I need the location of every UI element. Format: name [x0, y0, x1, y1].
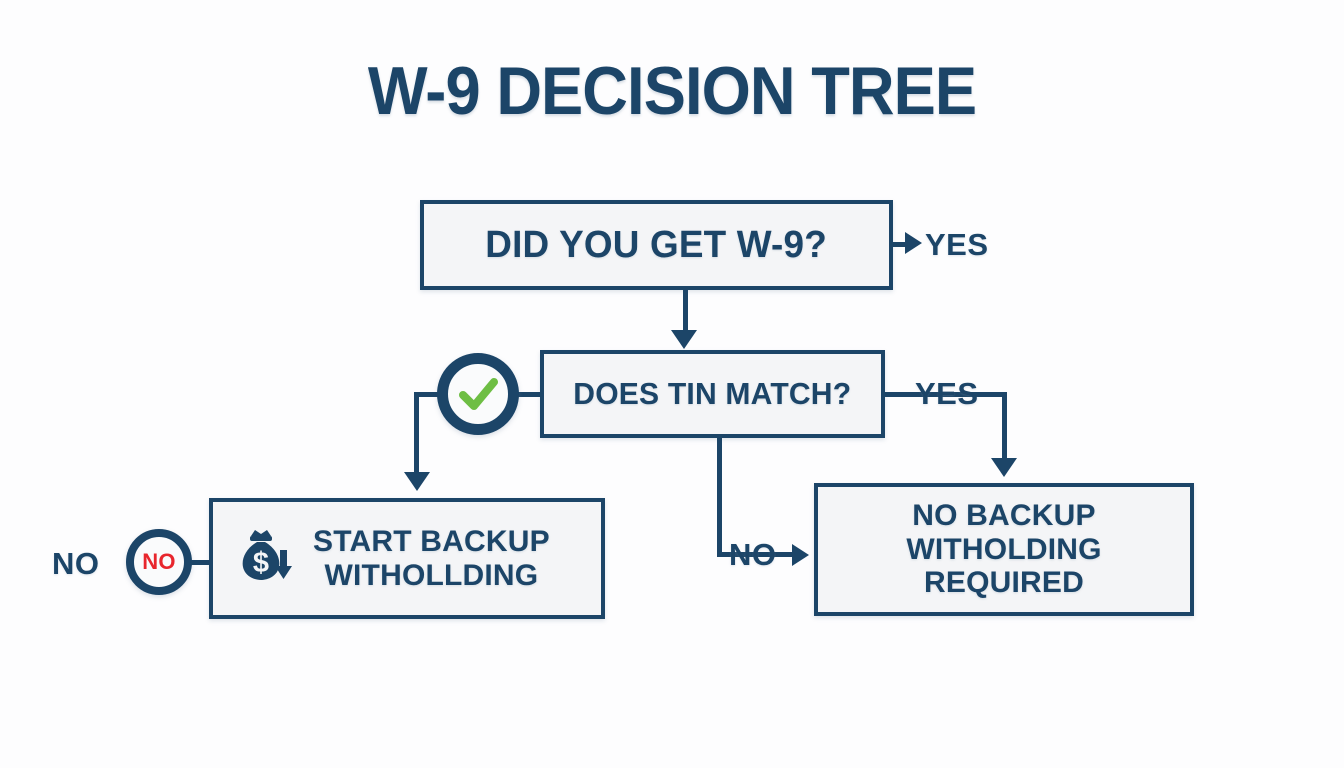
edge-tin-yes-arrowhead — [991, 458, 1017, 477]
node-did-you-get-w9[interactable]: DID YOU GET W-9? — [420, 200, 893, 290]
edge-label-no-left: NO — [52, 546, 100, 581]
edge-label-tin-yes: YES — [915, 376, 979, 411]
edge-check-to-tin-line — [516, 392, 544, 397]
badge-yes-check[interactable] — [437, 353, 519, 435]
edge-tin-no-arrowhead — [792, 544, 809, 566]
node-does-tin-match[interactable]: DOES TIN MATCH? — [540, 350, 885, 438]
edge-tin-no-v — [717, 438, 722, 557]
edge-w9-yes-arrowhead — [905, 232, 922, 254]
edge-no-to-start-line — [190, 560, 212, 565]
edge-label-w9-yes: YES — [925, 227, 989, 262]
node-label-no-backup-withholding-required: NO BACKUP WITHOLDING REQUIRED — [906, 499, 1102, 600]
node-label-start-backup-withollding: START BACKUP WITHOLLDING — [313, 524, 550, 592]
edge-w9-yes-line — [893, 242, 907, 247]
money-bag-down-arrow-icon: $ — [235, 525, 297, 592]
page-title: W-9 DECISION TREE — [367, 53, 977, 129]
badge-no-text: NO — [142, 549, 176, 574]
edge-w9-to-tin-arrowhead — [671, 330, 697, 349]
edge-tin-no-h — [717, 552, 797, 557]
edge-tin-yes-v — [1002, 392, 1007, 464]
node-label-does-tin-match: DOES TIN MATCH? — [573, 375, 852, 411]
svg-text:$: $ — [253, 547, 269, 579]
edge-label-tin-no: NO — [729, 537, 777, 572]
edge-check-to-start-h — [414, 392, 442, 397]
green-check-icon — [459, 378, 498, 410]
badge-no[interactable]: NO — [126, 529, 192, 595]
node-label-did-you-get-w9: DID YOU GET W-9? — [485, 223, 828, 266]
edge-check-to-start-v — [414, 392, 419, 478]
edge-w9-to-tin-line — [683, 290, 688, 336]
node-no-backup-withholding-required[interactable]: NO BACKUP WITHOLDING REQUIRED — [814, 483, 1194, 616]
edge-check-to-start-arrowhead — [404, 472, 430, 491]
edge-tin-yes-h — [885, 392, 1007, 397]
node-start-backup-withollding[interactable]: $ START BACKUP WITHOLLDING — [209, 498, 605, 619]
